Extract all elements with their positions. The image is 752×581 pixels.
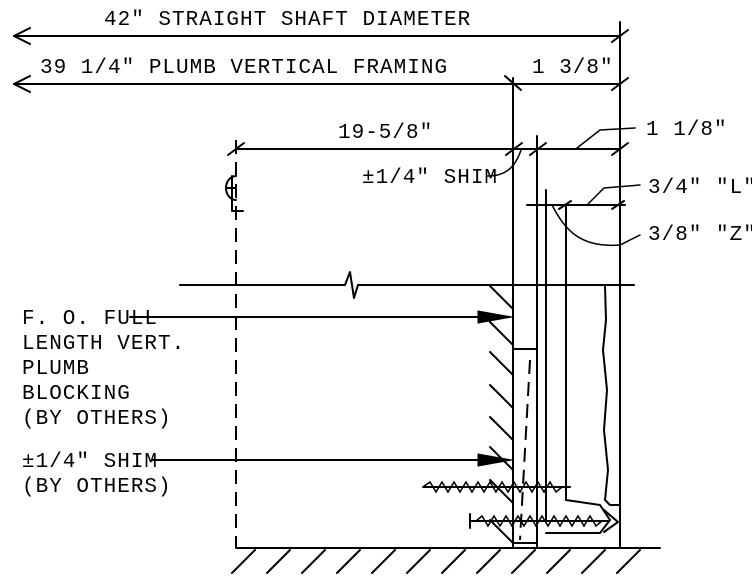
span-19-5-8-label: 19-5/8"	[338, 122, 433, 145]
shaft-diameter-dimension: 42" STRAIGHT SHAFT DIAMETER	[13, 9, 629, 49]
top-shim-callout: ±1/4" SHIM	[362, 149, 522, 190]
centerline-symbol	[225, 140, 244, 548]
blocking-line-5: (BY OTHERS)	[22, 408, 172, 431]
blocking-line-2: LENGTH VERT.	[22, 333, 185, 356]
bottom-shim-line-2: (BY OTHERS)	[22, 476, 172, 499]
bottom-shim-line-1: ±1/4" SHIM	[22, 451, 158, 474]
screw-upper	[422, 477, 571, 497]
blocking-callout: F. O. FULL LENGTH VERT. PLUMB BLOCKING (…	[22, 308, 513, 431]
plumb-framing-label: 39 1/4" PLUMB VERTICAL FRAMING	[40, 57, 448, 80]
top-shim-label: ±1/4" SHIM	[362, 167, 498, 190]
angle-callouts: 3/4" "L" 3/8" "Z"	[526, 177, 752, 247]
blocking-line-3: PLUMB	[22, 358, 90, 381]
break-line	[179, 271, 635, 299]
screw-lower	[469, 513, 609, 529]
z-channel-label: 3/8" "Z"	[648, 224, 752, 247]
blocking-hatch	[489, 285, 514, 544]
span-dimension: 19-5/8" 1 1/8"	[227, 119, 728, 156]
gap-1-1-8-label: 1 1/8"	[646, 119, 728, 142]
blocking-line-1: F. O. FULL	[22, 308, 158, 331]
gap-1-3-8-label: 1 3/8"	[532, 57, 614, 80]
blocking-line-4: BLOCKING	[22, 383, 131, 406]
plumb-framing-dimension: 39 1/4" PLUMB VERTICAL FRAMING 1 3/8"	[13, 57, 629, 93]
l-angle-label: 3/4" "L"	[648, 177, 752, 200]
wall-rough-edge	[545, 285, 621, 534]
shaft-diameter-label: 42" STRAIGHT SHAFT DIAMETER	[104, 9, 471, 32]
floor-line	[231, 547, 661, 574]
bottom-shim-callout: ±1/4" SHIM (BY OTHERS)	[22, 451, 513, 499]
shim-plate	[512, 348, 538, 544]
